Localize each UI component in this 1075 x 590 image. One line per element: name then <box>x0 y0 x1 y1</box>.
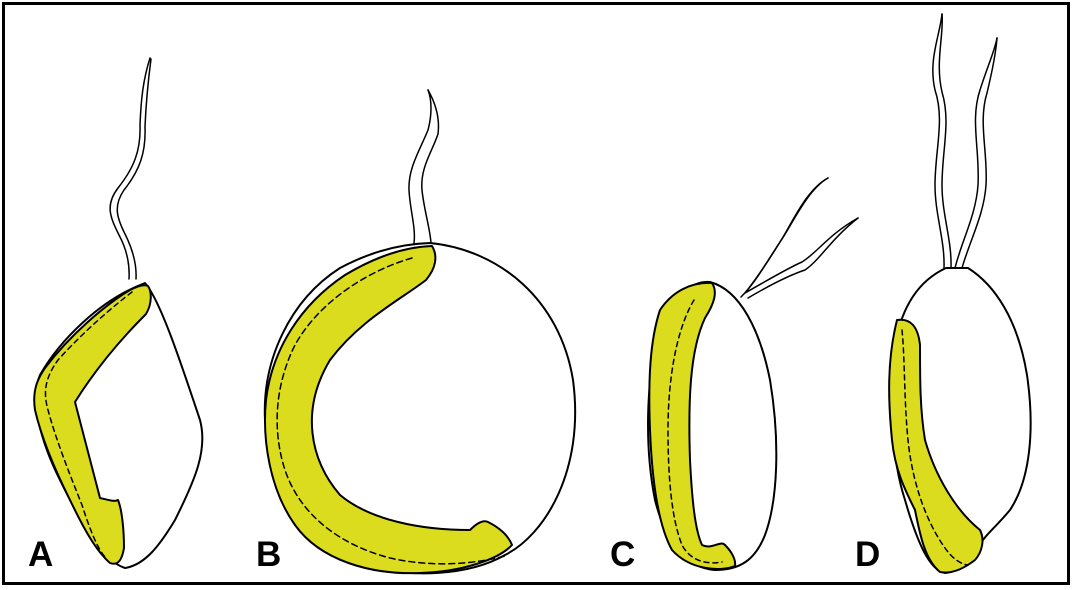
panel-c-cell <box>648 178 858 570</box>
panel-b-cell <box>265 90 575 573</box>
panel-a-flagellum-inner <box>117 59 151 279</box>
panel-c-flagellum-1-inner <box>746 178 828 292</box>
panel-a-cell <box>34 58 202 568</box>
panel-label-c: C <box>610 537 635 572</box>
panel-c-flagellum-2 <box>748 218 858 298</box>
panel-label-d: D <box>855 537 880 572</box>
panel-label-a: A <box>28 537 53 572</box>
panel-d-cell <box>889 14 1030 573</box>
panel-d-flagellum-1 <box>933 14 944 268</box>
panel-label-b: B <box>256 537 281 572</box>
panel-d-flagellum-2 <box>955 38 997 268</box>
panel-c-flagellum-2-inner <box>745 218 858 293</box>
panel-d-flagellum-2-inner <box>962 38 997 268</box>
panel-b-flagellum-inner <box>422 90 439 243</box>
